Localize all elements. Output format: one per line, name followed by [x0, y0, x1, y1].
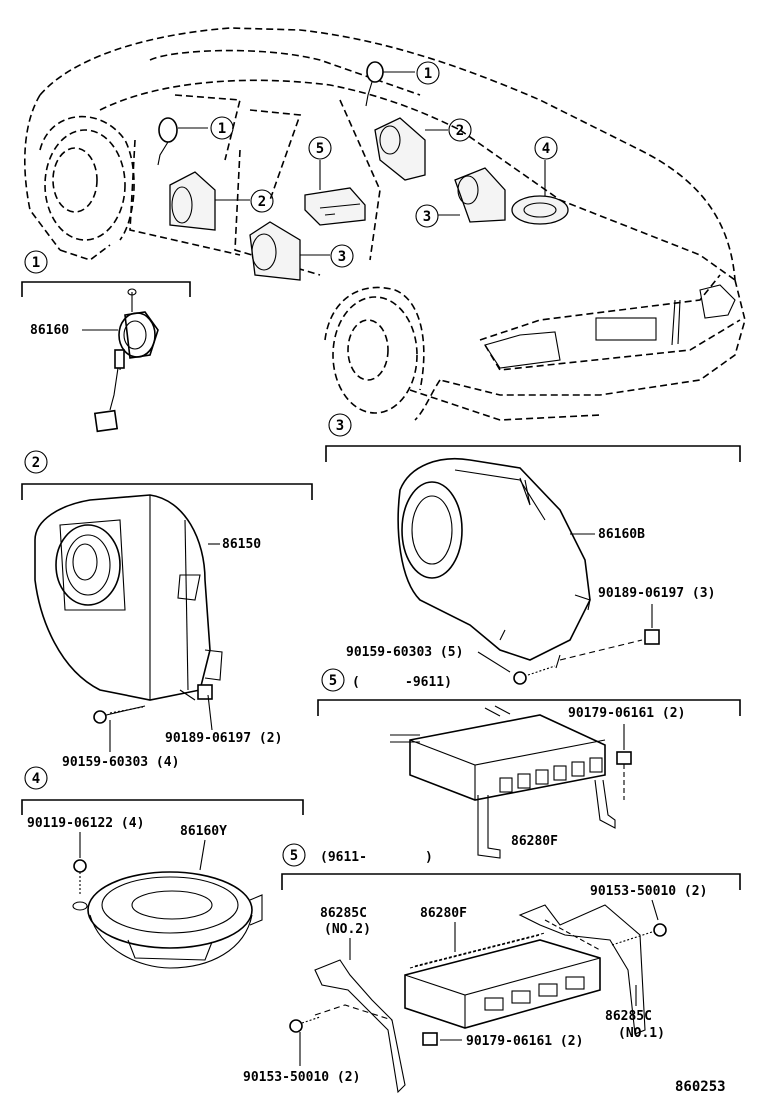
label: 4 [32, 771, 40, 787]
label: 3 [338, 249, 346, 265]
label: 5 [316, 141, 324, 157]
part-90119-06122-4: 90119-06122 (4) [27, 816, 144, 831]
part-86150: 86150 [222, 537, 261, 552]
label: 5 [290, 848, 298, 864]
label: 2 [258, 194, 266, 210]
callout-2-right: 2 [425, 118, 472, 142]
car-tweeter-left [157, 117, 178, 166]
label: 4 [542, 141, 550, 157]
label: 2 [456, 123, 464, 139]
part-86285C-no1: 86285C [605, 1009, 652, 1024]
car-speaker-rear-right [454, 167, 506, 223]
section-5-late: 5 (9611- ) 86285C (NO.2) 86280F 90153-50… [243, 843, 741, 1094]
car-amplifier [304, 187, 366, 226]
part-86285C-no1-note: (NO.1) [618, 1026, 665, 1041]
section-5-early: 5 ( -9611) 90179-06161 (2) 86280F [317, 668, 741, 859]
part-86160: 86160 [30, 323, 69, 338]
part-86160Y: 86160Y [180, 824, 227, 839]
label: 2 [32, 455, 40, 471]
label: ( [352, 675, 360, 690]
label: 3 [423, 209, 431, 225]
part-86160B: 86160B [598, 527, 645, 542]
callout-3-left: 3 [300, 244, 354, 268]
callout-4: 4 [534, 136, 558, 196]
part-86280F-a: 86280F [511, 834, 558, 849]
label: 1 [424, 66, 432, 82]
car-speaker-round [511, 195, 569, 225]
part-90189-06197-3: 90189-06197 (3) [598, 586, 715, 601]
part-90179-06161-2-b: 90179-06161 (2) [466, 1034, 583, 1049]
part-86285C-no2-note: (NO.2) [324, 922, 371, 937]
label: 3 [336, 418, 344, 434]
label: 1 [32, 255, 40, 271]
label: -9611) [405, 675, 452, 690]
car-tweeter-right [365, 61, 384, 107]
label: 5 [329, 673, 337, 689]
part-90153-50010-2-bottom: 90153-50010 (2) [243, 1070, 360, 1085]
part-90189-06197-2: 90189-06197 (2) [165, 731, 282, 746]
label: ) [425, 850, 433, 865]
callout-5: 5 [308, 136, 332, 190]
car-speaker-front-right [374, 117, 426, 181]
part-86280F-b: 86280F [420, 906, 467, 921]
part-90159-60303-4: 90159-60303 (4) [62, 755, 179, 770]
callout-2-left: 2 [215, 189, 274, 213]
car-speaker-front-left [169, 171, 216, 231]
part-90153-50010-2-top: 90153-50010 (2) [590, 884, 707, 899]
label: 1 [218, 121, 226, 137]
diagram-id: 860253 [675, 1079, 726, 1095]
car-speaker-rear-left [249, 221, 301, 281]
callout-1-left: 1 [178, 116, 234, 140]
section-1: 1 86160 [21, 250, 191, 433]
part-90159-60303-5: 90159-60303 (5) [346, 645, 463, 660]
car-outline [24, 27, 746, 421]
part-90179-06161-2-a: 90179-06161 (2) [568, 706, 685, 721]
part-86285C-no2: 86285C [320, 906, 367, 921]
section-3: 3 86160B 90189-06197 (3) 90159-60303 (5) [325, 413, 741, 685]
callout-1-right: 1 [383, 61, 440, 85]
section-2: 2 86150 90159-60303 (4) 90189-06197 (2) [21, 450, 313, 770]
label: (9611- [320, 850, 367, 865]
callout-3-right: 3 [415, 204, 460, 228]
section-4: 4 90119-06122 (4) 86160Y [21, 766, 304, 969]
